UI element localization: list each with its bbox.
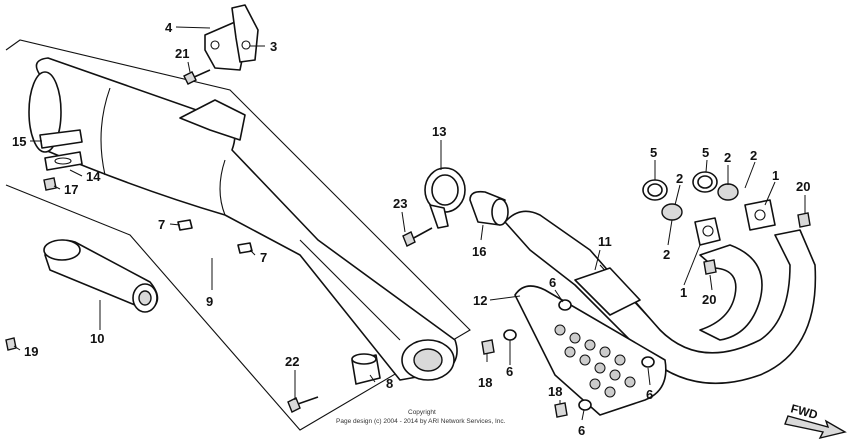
callout-9: 9: [206, 294, 213, 309]
callout-6-a: 6: [549, 275, 556, 290]
copyright-line-2: Page design (c) 2004 - 2014 by ARI Netwo…: [336, 418, 506, 425]
tailpipe-part-10[interactable]: [43, 239, 159, 313]
callout-2-a: 2: [676, 171, 683, 186]
callout-21: 21: [175, 46, 189, 61]
callout-1-b: 1: [680, 285, 687, 300]
bolt-part-21[interactable]: [183, 69, 211, 85]
callout-4: 4: [165, 20, 173, 35]
clip-part-7-a[interactable]: [177, 219, 193, 231]
bolt-part-19[interactable]: [5, 337, 17, 351]
copyright-line-1: Copyright: [408, 409, 436, 416]
collar-part-2-a[interactable]: [661, 203, 683, 221]
bolt-part-17[interactable]: [43, 177, 57, 191]
bolt-part-23[interactable]: [402, 227, 433, 247]
callout-2-b: 2: [724, 150, 731, 165]
callout-8: 8: [386, 376, 393, 391]
callout-10: 10: [90, 331, 104, 346]
exhaust-pipe-part-11[interactable]: [504, 210, 817, 385]
callout-2-d: 2: [663, 247, 670, 262]
washer-part-6-c[interactable]: [641, 356, 655, 368]
flange-part-1-a[interactable]: [694, 217, 721, 246]
callout-19: 19: [24, 344, 38, 359]
callout-22: 22: [285, 354, 299, 369]
forward-arrow-icon: [784, 415, 847, 440]
callout-3: 3: [270, 39, 277, 54]
callout-6-d: 6: [578, 423, 585, 438]
washer-part-6-d[interactable]: [578, 399, 592, 411]
callout-labels: 4 3 21 15 14 17 7 7 9 10 19 8 22 13 23 1…: [12, 20, 810, 438]
washer-part-6-b[interactable]: [503, 329, 517, 341]
callout-18-b: 18: [548, 384, 562, 399]
callout-18-a: 18: [478, 375, 492, 390]
callout-20-a: 20: [796, 179, 810, 194]
forward-label: FWD: [789, 401, 819, 422]
bolt-part-18-a[interactable]: [481, 339, 495, 355]
heat-shield-part-12[interactable]: [514, 285, 667, 416]
assembly-bracket-outline: [5, 39, 471, 431]
nut-part-20-b[interactable]: [703, 259, 717, 275]
callout-15: 15: [12, 134, 26, 149]
callout-17: 17: [64, 182, 78, 197]
callout-13: 13: [432, 124, 446, 139]
callout-7-b: 7: [260, 250, 267, 265]
collar-part-2-b[interactable]: [717, 183, 739, 201]
bolt-part-22[interactable]: [287, 396, 319, 413]
callout-7-a: 7: [158, 217, 165, 232]
callout-12: 12: [473, 293, 487, 308]
clip-part-7-b[interactable]: [237, 242, 253, 254]
gasket-part-5-a[interactable]: [642, 179, 668, 201]
leader-lines: [13, 26, 806, 421]
callout-2-c: 2: [750, 148, 757, 163]
nut-part-20-a[interactable]: [797, 212, 811, 228]
bracket-part-3[interactable]: [231, 4, 259, 63]
callout-6-b: 6: [506, 364, 513, 379]
callout-1-a: 1: [772, 168, 779, 183]
clamp-part-13[interactable]: [424, 167, 466, 229]
callout-16: 16: [472, 244, 486, 259]
rubber-part-8[interactable]: [351, 353, 381, 385]
flange-part-1-b[interactable]: [744, 199, 776, 231]
joint-part-16[interactable]: [469, 190, 509, 226]
callout-6-c: 6: [646, 387, 653, 402]
washer-part-6-a[interactable]: [558, 299, 572, 311]
callout-20-b: 20: [702, 292, 716, 307]
callout-5-b: 5: [702, 145, 709, 160]
muffler-part-9[interactable]: [28, 57, 458, 381]
gasket-part-5-b[interactable]: [692, 171, 718, 193]
callout-14: 14: [86, 169, 101, 184]
gasket-part-14[interactable]: [44, 151, 83, 171]
callout-5-a: 5: [650, 145, 657, 160]
plate-part-15[interactable]: [39, 129, 83, 149]
bolt-part-18-b[interactable]: [554, 402, 568, 418]
callout-23: 23: [393, 196, 407, 211]
callout-11: 11: [598, 234, 612, 249]
